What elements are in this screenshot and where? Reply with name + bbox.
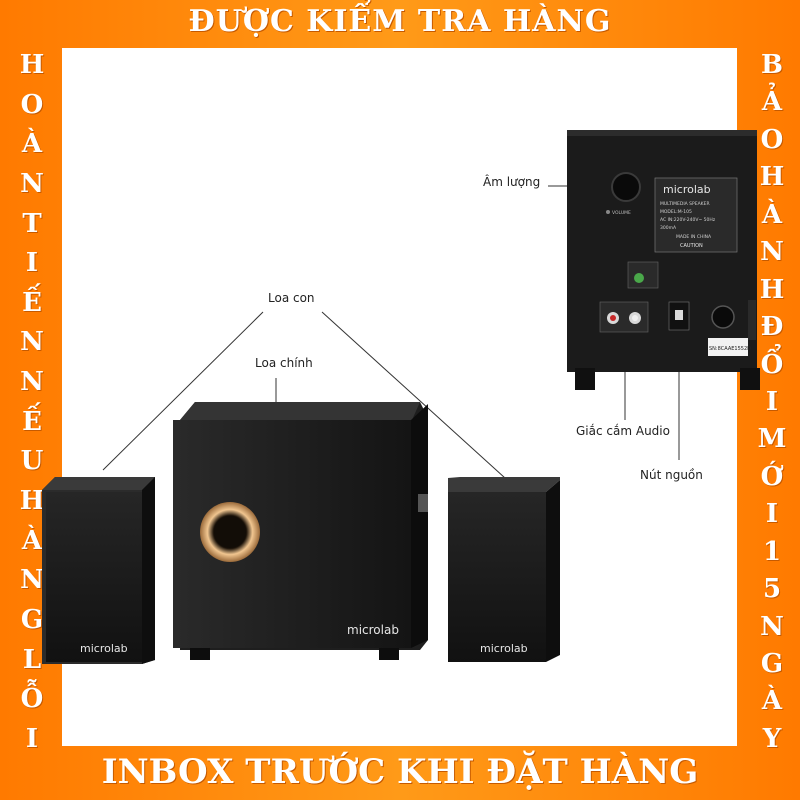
- right-banner-letter: N: [760, 611, 784, 642]
- left-banner-letter: N: [20, 367, 44, 398]
- rear-plate-line4: 300mA: [660, 225, 677, 231]
- right-banner-letter: B: [761, 50, 783, 80]
- left-banner-letter: I: [25, 248, 39, 279]
- left-banner-letter: Ế: [22, 406, 42, 437]
- subwoofer: [173, 402, 428, 660]
- left-banner-letter: N: [20, 327, 44, 358]
- right-banner-letter: Y: [762, 723, 782, 754]
- right-banner-letter: G: [760, 649, 784, 679]
- rear-serial: SN:8CAAE1552D: [709, 346, 751, 352]
- rear-plate-line1: MULTIMEDIA SPEAKER: [660, 201, 710, 207]
- right-banner-letter: M: [757, 424, 787, 455]
- right-satellite-brand: microlab: [480, 642, 528, 655]
- left-banner-letter: N: [20, 168, 44, 199]
- left-banner-letter: T: [22, 208, 42, 239]
- label-volume: Âm lượng: [483, 175, 541, 189]
- left-banner-letter: H: [19, 486, 45, 517]
- left-satellite-brand: microlab: [80, 642, 128, 655]
- right-banner-letter: Đ: [760, 312, 784, 343]
- right-banner-letter: N: [760, 237, 784, 268]
- label-audio-jack: Giắc cắm Audio: [576, 424, 670, 438]
- label-satellite: Loa con: [268, 291, 315, 305]
- subwoofer-brand: microlab: [347, 623, 399, 637]
- right-banner-letter: Ả: [761, 87, 783, 118]
- left-banner-letter: G: [20, 604, 44, 635]
- rear-plate-line5: MADE IN CHINA: [676, 234, 712, 240]
- left-banner-letter: Ế: [22, 287, 42, 318]
- left-banner-letter: I: [25, 723, 39, 754]
- right-banner-letter: 5: [762, 574, 782, 605]
- left-banner-letter: H: [19, 50, 45, 80]
- right-banner-letter: 1: [762, 536, 782, 567]
- right-banner-letter: Ổ: [760, 349, 784, 380]
- left-satellite-speaker: [42, 477, 155, 664]
- rear-plate-line2: MODEL:M-105: [660, 209, 692, 215]
- left-banner-letter: À: [21, 525, 43, 556]
- top-banner: ĐƯỢC KIỂM TRA HÀNG: [188, 4, 612, 39]
- right-banner-letter: O: [760, 124, 784, 155]
- label-power: Nút nguồn: [640, 468, 703, 482]
- left-banner-letter: À: [21, 129, 43, 160]
- left-banner-letter: U: [20, 446, 44, 477]
- rear-plate-brand: microlab: [663, 183, 711, 196]
- right-banner-letter: I: [765, 386, 779, 417]
- rear-panel: [567, 130, 760, 390]
- right-banner-letter: Ớ: [760, 461, 784, 492]
- right-banner-letter: À: [761, 686, 783, 717]
- label-subwoofer: Loa chính: [255, 356, 313, 370]
- right-satellite-speaker: [448, 477, 560, 662]
- left-banner-letter: O: [20, 89, 44, 120]
- bottom-banner: INBOX TRƯỚC KHI ĐẶT HÀNG: [101, 752, 699, 792]
- right-banner-letter: I: [765, 499, 779, 530]
- right-banner-letter: H: [759, 162, 785, 193]
- right-banner-letter: À: [761, 199, 783, 230]
- right-banner-letter: H: [759, 274, 785, 305]
- rear-plate-caution: CAUTION: [680, 243, 703, 249]
- left-banner-letter: N: [20, 565, 44, 596]
- left-banner-letter: Ỗ: [20, 684, 44, 715]
- left-banner-letter: L: [22, 644, 42, 675]
- rear-volume-text: VOLUME: [612, 210, 631, 216]
- rear-plate-line3: AC IN:220V-240V~ 50Hz: [660, 217, 716, 223]
